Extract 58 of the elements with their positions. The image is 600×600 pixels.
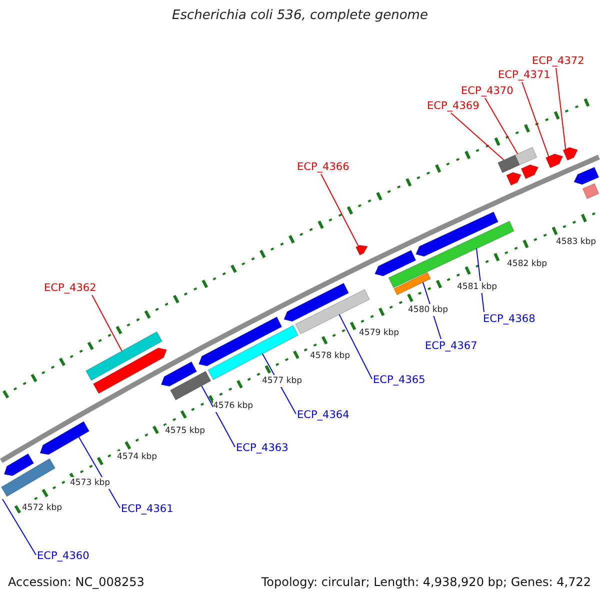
- map-title: Escherichia coli 536, complete genome: [171, 8, 429, 23]
- gene-bar: [170, 370, 212, 400]
- scale-label: 4575 kbp: [165, 425, 206, 437]
- gene-feature: [574, 166, 600, 185]
- gene-feature: [562, 147, 578, 161]
- scale-label: 4583 kbp: [556, 236, 596, 248]
- leader-line: [2, 498, 36, 556]
- gene-label: ECP_4361: [121, 502, 174, 516]
- gene-feature: [4, 453, 34, 476]
- gene-label: ECP_4364: [297, 408, 350, 422]
- scale-label: 4582 kbp: [507, 258, 548, 270]
- gene-label: ECP_4363: [236, 441, 288, 455]
- gene-feature: [355, 244, 368, 256]
- gene-feature: [92, 348, 167, 394]
- gene-label: ECP_4366: [297, 160, 350, 174]
- gene-feature: [545, 154, 564, 168]
- gene-label: ECP_4369: [427, 99, 480, 113]
- gene-label: ECP_4362: [44, 281, 96, 295]
- gene-bar: [394, 272, 431, 296]
- scale-label: 4577 kbp: [262, 375, 302, 387]
- gene-label: ECP_4371: [498, 68, 550, 82]
- gene-feature: [40, 421, 90, 455]
- scale-label: 4572 kbp: [22, 502, 62, 514]
- gene-bar: [582, 183, 600, 200]
- gene-feature: [506, 172, 522, 186]
- gene-label: ECP_4372: [532, 54, 584, 68]
- gene-bar: [0, 458, 56, 497]
- scale-label: 4579 kbp: [359, 327, 400, 339]
- leader-line: [92, 294, 122, 352]
- leader-line: [556, 68, 566, 150]
- genome-summary: Topology: circular; Length: 4,938,920 bp; Genes: 4,722: [261, 574, 591, 590]
- leader-line: [338, 314, 372, 380]
- gene-bar: [498, 154, 520, 174]
- gene-label: ECP_4368: [483, 312, 536, 326]
- scale-label: 4573 kbp: [70, 477, 110, 489]
- gene-feature: [415, 212, 498, 257]
- scale-label: 4578 kbp: [310, 350, 350, 362]
- accession-text: Accession: NC_008253: [8, 574, 144, 590]
- leader-line: [320, 174, 359, 246]
- scale-label: 4581 kbp: [457, 281, 498, 293]
- gene-feature: [160, 361, 198, 387]
- gene-feature: [520, 164, 539, 180]
- gene-feature: [198, 316, 282, 366]
- gene-feature: [284, 282, 349, 322]
- gene-bar: [86, 331, 162, 381]
- leader-line: [522, 82, 550, 158]
- gene-label: ECP_4367: [425, 339, 478, 353]
- scale-label: 4580 kbp: [408, 304, 448, 316]
- scale-label: 4576 kbp: [213, 400, 254, 412]
- leader-line: [484, 98, 518, 154]
- leader-line: [201, 385, 236, 448]
- gene-feature: [374, 250, 416, 276]
- leader-line: [450, 112, 504, 161]
- gene-label: ECP_4370: [461, 84, 514, 98]
- scale-label: 4574 kbp: [117, 451, 158, 463]
- gene-bar: [514, 146, 538, 166]
- gene-label: ECP_4360: [37, 549, 90, 563]
- gene-label: ECP_4365: [373, 373, 426, 387]
